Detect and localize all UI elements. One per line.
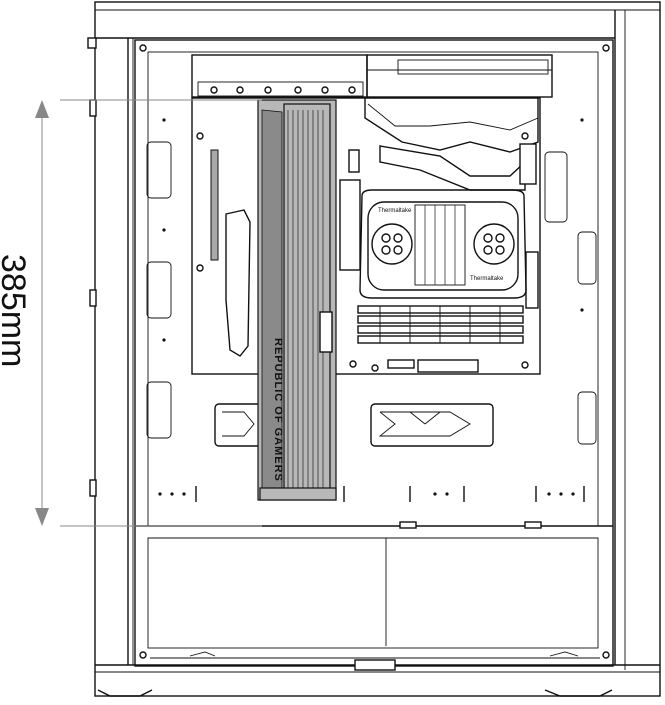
length-dimension: 385mm bbox=[0, 99, 262, 527]
gpu-fins bbox=[287, 110, 324, 488]
dimension-arrow-down bbox=[35, 508, 49, 526]
gpu-brand-text: REPUBLIC OF GAMERS bbox=[272, 338, 284, 482]
rivets bbox=[158, 118, 585, 502]
graphics-card: REPUBLIC OF GAMERS bbox=[257, 99, 337, 501]
ram-modules bbox=[357, 305, 524, 344]
cooler-brand-right: Thermaltake bbox=[470, 276, 504, 282]
case-outer-frame bbox=[87, 1, 661, 697]
dimension-label: 385mm bbox=[0, 254, 32, 367]
top-mount bbox=[191, 54, 553, 98]
dimension-arrow-up bbox=[35, 100, 49, 118]
motherboard-tray bbox=[134, 39, 614, 671]
cpu-cooler: Thermaltake Thermaltake bbox=[359, 189, 527, 299]
motherboard bbox=[191, 97, 541, 375]
cooler-brand-left: Thermaltake bbox=[378, 208, 412, 214]
